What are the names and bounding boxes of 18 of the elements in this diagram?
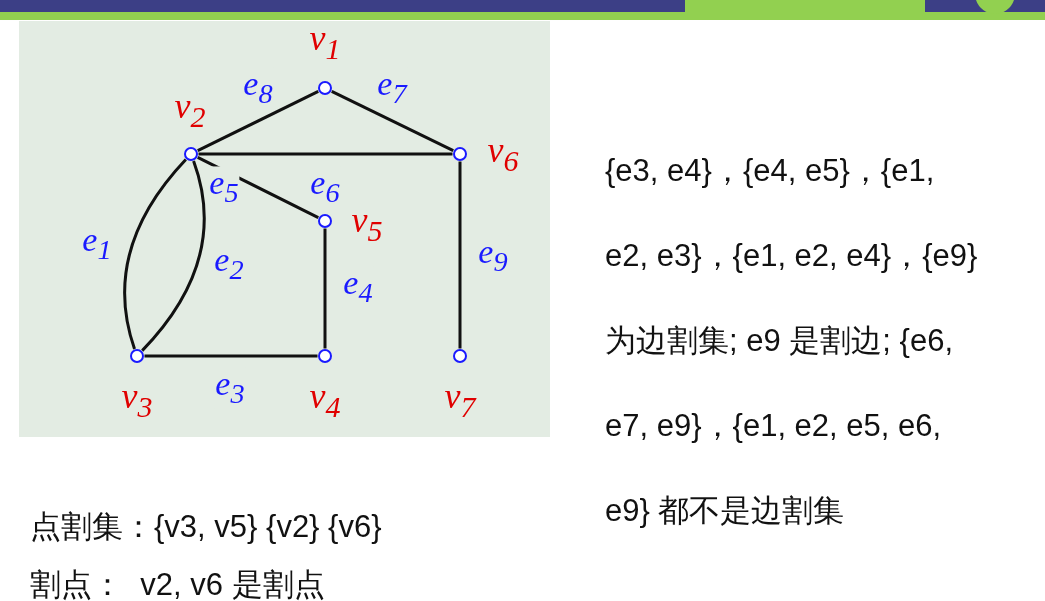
vertex-label: v$_{7}$ [444,378,476,422]
edge-line [198,152,453,156]
vertex-label: v$_{6}$ [487,132,519,176]
edge-line [141,160,206,352]
edge-line [458,161,462,349]
edge-line [144,354,318,358]
edge-line [323,228,327,349]
vertex-cut-note: 点割集：{v3, v5} {v2} {v6} [30,508,383,546]
edge-line [331,89,454,153]
vertex-label: v$_{4}$ [309,378,341,422]
edge-cut-note: {e3, e4}，{e4, e5}，{e1, e2, e3}，{e1, e2, e4}，{e9} 为边割集; e9 是割边; {e6, e7, e9}，{e1, e2, e5, e6, e9} 都不是边割集 [605,152,979,530]
edge-line [197,89,319,153]
vertex-label: v$_{5}$ [351,202,383,246]
edge-line [123,158,187,350]
cut-vertex-note: 割点： v2, v6 是割点 [30,566,326,601]
vertex-label: v$_{3}$ [121,378,153,422]
vertex-label: v$_{2}$ [174,88,206,132]
vertex-label: v$_{1}$ [309,20,341,64]
